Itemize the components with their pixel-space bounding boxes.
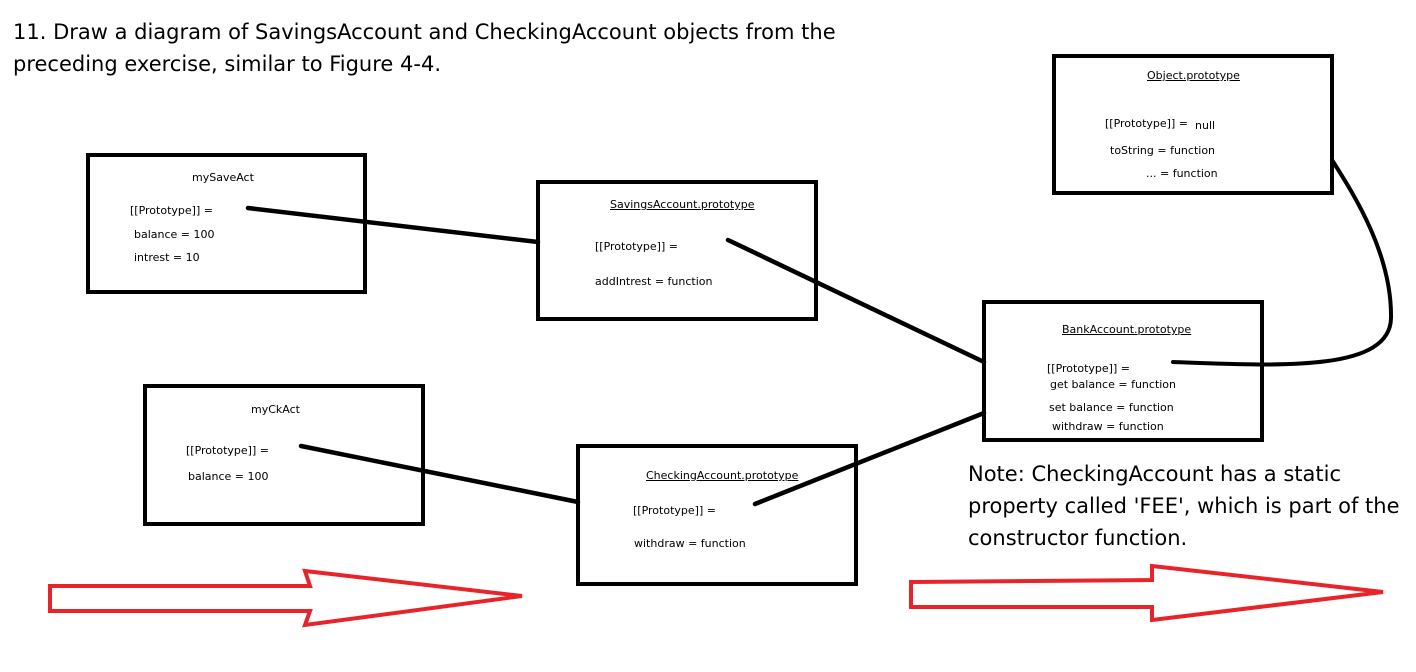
mysaveact-box: mySaveAct [[Prototype]] = balance = 100 … [86,153,367,294]
mysaveact-intrest: intrest = 10 [134,251,200,264]
note-text: Note: CheckingAccount has a static prope… [968,462,1400,550]
myckact-balance: balance = 100 [188,470,269,483]
object-prototype-prototype: [[Prototype]] = [1105,117,1188,130]
bank-prototype-set-balance: set balance = function [1049,401,1174,414]
savings-prototype-box: SavingsAccount.prototype [[Prototype]] =… [536,180,818,321]
mysaveact-balance: balance = 100 [134,228,215,241]
bank-prototype-title: BankAccount.prototype [1062,323,1192,336]
bank-prototype-box: BankAccount.prototype [[Prototype]] = ge… [982,300,1264,442]
checking-prototype-withdraw: withdraw = function [634,537,746,550]
exercise-title: 11. Draw a diagram of SavingsAccount and… [13,20,836,76]
object-prototype-box: Object.prototype [[Prototype]] = null to… [1052,54,1334,195]
bank-prototype-get-balance: get balance = function [1050,378,1177,391]
link-savings-prototype-to-bank-prototype [725,237,987,365]
savings-prototype-title: SavingsAccount.prototype [610,198,755,211]
mysaveact-prototype: [[Prototype]] = [130,204,213,217]
checking-prototype-title: CheckingAccount.prototype [646,469,799,482]
object-prototype-tostring: toString = function [1110,144,1216,157]
checking-prototype-prototype: [[Prototype]] = [633,504,716,517]
object-prototype-rest: ... = function [1146,167,1218,180]
myckact-title: myCkAct [251,403,300,416]
bank-prototype-withdraw: withdraw = function [1052,420,1164,433]
checking-prototype-box: CheckingAccount.prototype [[Prototype]] … [576,444,858,586]
arrow-right [909,563,1384,623]
bank-prototype-prototype: [[Prototype]] = [1047,362,1130,375]
link-checking-prototype-to-bank-prototype [752,410,987,507]
savings-prototype-addintrest: addIntrest = function [595,275,713,288]
myckact-prototype: [[Prototype]] = [186,444,269,457]
link-mysaveact-to-savings-prototype [245,205,541,245]
myckact-box: myCkAct [[Prototype]] = balance = 100 [143,384,425,526]
link-myckact-to-checking-prototype [298,443,581,505]
savings-prototype-prototype: [[Prototype]] = [595,240,678,253]
mysaveact-title: mySaveAct [192,171,254,184]
arrow-left [48,568,523,628]
object-prototype-null: null [1195,119,1216,132]
object-prototype-title: Object.prototype [1147,69,1240,82]
